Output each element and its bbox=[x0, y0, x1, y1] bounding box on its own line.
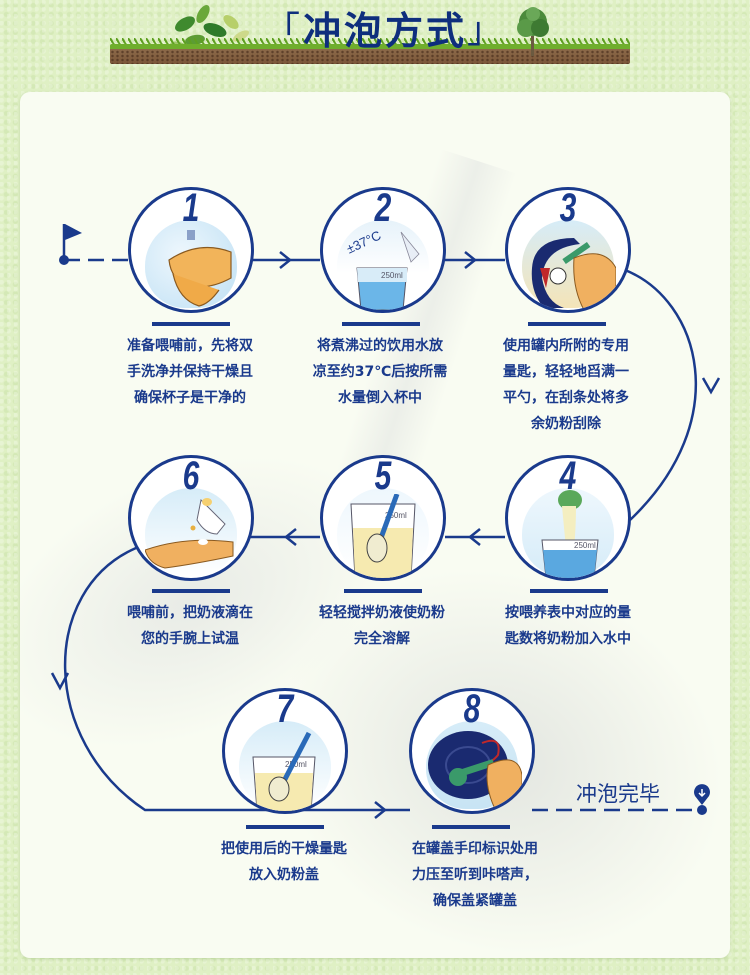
step-2-description: 将煮沸过的饮用水放 凉至约37℃后按所需 水量倒入杯中 bbox=[290, 333, 470, 411]
press-lid-icon bbox=[428, 731, 522, 811]
step-underline bbox=[342, 322, 420, 326]
step-circle bbox=[409, 688, 535, 814]
location-pin-down-icon bbox=[694, 784, 710, 805]
start-flag-icon bbox=[62, 224, 82, 260]
desc-line: 平勺，在刮条处将多 bbox=[503, 390, 629, 406]
step-8: 8 bbox=[409, 687, 535, 814]
step-number: 3 bbox=[559, 186, 577, 230]
step-number: 6 bbox=[182, 454, 200, 498]
step-3: 3 bbox=[505, 186, 631, 313]
step-5: 250ml 5 bbox=[320, 454, 446, 581]
svg-text:250ml: 250ml bbox=[381, 271, 403, 280]
step-circle bbox=[128, 455, 254, 581]
step-4-description: 按喂养表中对应的量 匙数将奶粉加入水中 bbox=[478, 600, 658, 652]
tree-icon bbox=[517, 7, 549, 56]
step-number: 7 bbox=[276, 687, 294, 731]
desc-line: 完全溶解 bbox=[354, 631, 410, 647]
desc-line: 确保盖紧罐盖 bbox=[433, 893, 517, 909]
wrist-test-icon bbox=[145, 498, 234, 569]
step-circle: 250ml bbox=[320, 455, 446, 581]
step-number: 5 bbox=[374, 454, 392, 498]
step-6: 6 bbox=[128, 454, 254, 581]
desc-line: 确保杯子是干净的 bbox=[134, 390, 246, 406]
desc-line: 准备喂哺前，先将双 bbox=[127, 338, 253, 354]
stir-icon: 250ml bbox=[350, 494, 416, 578]
desc-line: 把使用后的干燥量匙 bbox=[221, 841, 347, 857]
desc-line: 您的手腕上试温 bbox=[141, 631, 239, 647]
desc-line: 使用罐内所附的专用 bbox=[503, 338, 629, 354]
step-underline bbox=[152, 589, 230, 593]
step-number: 4 bbox=[559, 454, 577, 498]
step-underline bbox=[528, 322, 606, 326]
step-5-description: 轻轻搅拌奶液使奶粉 完全溶解 bbox=[292, 600, 472, 652]
step-circle: ±37°C 250ml bbox=[320, 187, 446, 313]
step-number: 2 bbox=[374, 186, 392, 230]
desc-line: 力压至听到咔嗒声， bbox=[412, 867, 538, 883]
step-6-description: 喂哺前，把奶液滴在 您的手腕上试温 bbox=[100, 600, 280, 652]
desc-line: 轻轻搅拌奶液使奶粉 bbox=[319, 605, 445, 621]
step-underline bbox=[530, 589, 608, 593]
step-3-description: 使用罐内所附的专用 量匙，轻轻地舀满一 平勺，在刮条处将多 余奶粉刮除 bbox=[476, 333, 656, 437]
water-beaker-icon: ±37°C 250ml bbox=[344, 228, 420, 310]
desc-line: 在罐盖手印标识处用 bbox=[412, 841, 538, 857]
step-underline bbox=[432, 825, 510, 829]
hand-washing-icon bbox=[168, 230, 232, 307]
desc-line: 水量倒入杯中 bbox=[338, 390, 422, 406]
svg-text:250ml: 250ml bbox=[574, 541, 596, 550]
step-2: ±37°C 250ml 2 bbox=[320, 186, 446, 313]
svg-text:250ml: 250ml bbox=[285, 760, 307, 769]
step-circle: 250ml bbox=[222, 688, 348, 814]
desc-line: 凉至约37℃后按所需 bbox=[312, 364, 448, 380]
desc-line: 手洗净并保持干燥且 bbox=[127, 364, 253, 380]
store-scoop-icon: 250ml bbox=[252, 731, 316, 811]
step-number: 8 bbox=[463, 687, 481, 731]
svg-text:±37°C: ±37°C bbox=[344, 228, 383, 257]
finish-label: 冲泡完毕 bbox=[576, 782, 660, 806]
title-bracket-close: 」 bbox=[467, 10, 507, 51]
step-underline bbox=[246, 825, 324, 829]
desc-line: 按喂养表中对应的量 bbox=[505, 605, 631, 621]
step-1-description: 准备喂哺前，先将双 手洗净并保持干燥且 确保杯子是干净的 bbox=[100, 333, 280, 411]
title-bracket-open: 「 bbox=[263, 10, 303, 51]
step-8-description: 在罐盖手印标识处用 力压至听到咔嗒声， 确保盖紧罐盖 bbox=[385, 836, 565, 914]
desc-line: 匙数将奶粉加入水中 bbox=[505, 631, 631, 647]
grass bbox=[110, 38, 630, 48]
scoop-level-icon bbox=[531, 238, 616, 310]
step-circle bbox=[505, 187, 631, 313]
step-1: 1 bbox=[128, 186, 254, 313]
step-circle bbox=[128, 187, 254, 313]
step-4: 250ml 4 bbox=[505, 454, 631, 581]
page-title: 「 冲泡方式 」 bbox=[260, 2, 510, 53]
desc-line: 余奶粉刮除 bbox=[531, 416, 601, 432]
step-circle: 250ml bbox=[505, 455, 631, 581]
step-underline bbox=[152, 322, 230, 326]
desc-line: 将煮沸过的饮用水放 bbox=[317, 338, 443, 354]
step-7-description: 把使用后的干燥量匙 放入奶粉盖 bbox=[194, 836, 374, 888]
step-number: 1 bbox=[182, 186, 200, 230]
step-underline bbox=[344, 589, 422, 593]
desc-line: 喂哺前，把奶液滴在 bbox=[127, 605, 253, 621]
add-powder-icon: 250ml bbox=[541, 490, 599, 578]
desc-line: 量匙，轻轻地舀满一 bbox=[503, 364, 629, 380]
title-text: 冲泡方式 bbox=[302, 8, 467, 53]
svg-text:250ml: 250ml bbox=[385, 511, 407, 520]
step-7: 250ml 7 bbox=[222, 687, 348, 814]
desc-line: 放入奶粉盖 bbox=[249, 867, 319, 883]
ground-strip bbox=[110, 44, 630, 64]
header-banner: 「 冲泡方式 」 bbox=[110, 0, 630, 66]
